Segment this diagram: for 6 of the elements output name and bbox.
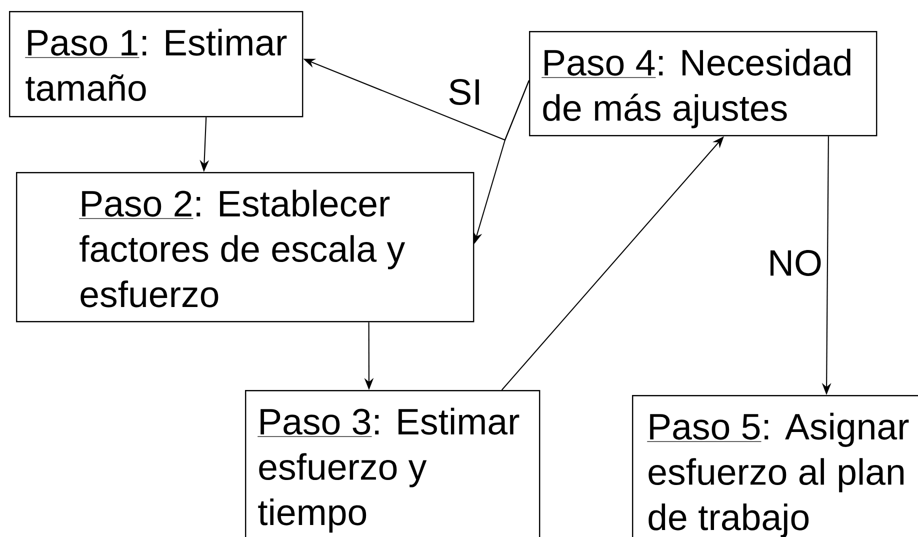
process-box: Paso 2: Establecer factores de escala y esfuerzo [16, 172, 474, 322]
process-box: Paso 4: Necesidad de más ajustes [529, 31, 878, 136]
edge-label: NO [766, 248, 824, 278]
process-box: Paso 3: Estimar esfuerzo y tiempo [245, 390, 540, 537]
edge-label: SI [446, 78, 484, 106]
process-box: Paso 1: Estimar tamaño [9, 11, 304, 118]
